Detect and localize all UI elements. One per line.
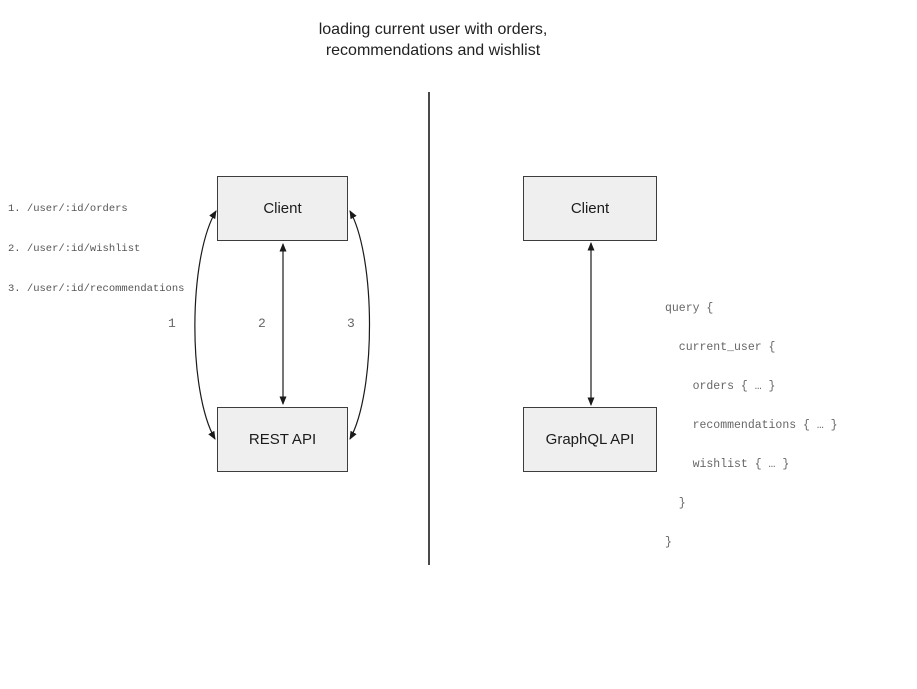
rest-arrow-1 — [194, 210, 217, 440]
rest-endpoint-orders: 1. /user/:id/orders — [8, 202, 128, 215]
graphql-client-box: Client — [523, 176, 657, 241]
rest-arrow-label-1: 1 — [168, 316, 176, 331]
graphql-api-box: GraphQL API — [523, 407, 657, 472]
rest-endpoint-recommendations: 3. /user/:id/recommendations — [8, 283, 185, 296]
rest-client-label: Client — [263, 200, 302, 217]
query-line-current-user: current_user { — [665, 341, 776, 354]
panel-divider — [428, 92, 430, 565]
query-line-recommendations: recommendations { … } — [665, 419, 838, 432]
rest-endpoint-wishlist: 2. /user/:id/wishlist — [8, 243, 141, 256]
query-line-wishlist: wishlist { … } — [665, 458, 790, 471]
query-line-orders: orders { … } — [665, 380, 776, 393]
graphql-api-label: GraphQL API — [545, 431, 635, 448]
rest-arrow-label-3: 3 — [347, 316, 355, 331]
diagram-title: loading current user with orders, recomm… — [319, 19, 548, 61]
query-line-close-inner: } — [665, 497, 686, 510]
query-line-close-outer: } — [665, 536, 672, 549]
rest-api-label: REST API — [248, 431, 317, 448]
graphql-query-snippet: query { current_user { orders { … } reco… — [665, 276, 838, 575]
rest-arrow-label-2: 2 — [258, 316, 266, 331]
title-line-1: loading current user with orders, — [318, 21, 548, 38]
rest-client-box: Client — [217, 176, 348, 241]
title-line-2: recommendations and wishlist — [325, 42, 541, 59]
graphql-client-label: Client — [570, 200, 610, 217]
rest-endpoint-list: 1. /user/:id/orders 2. /user/:id/wishlis… — [8, 176, 184, 323]
query-line-open: query { — [665, 302, 714, 315]
rest-api-box: REST API — [217, 407, 348, 472]
